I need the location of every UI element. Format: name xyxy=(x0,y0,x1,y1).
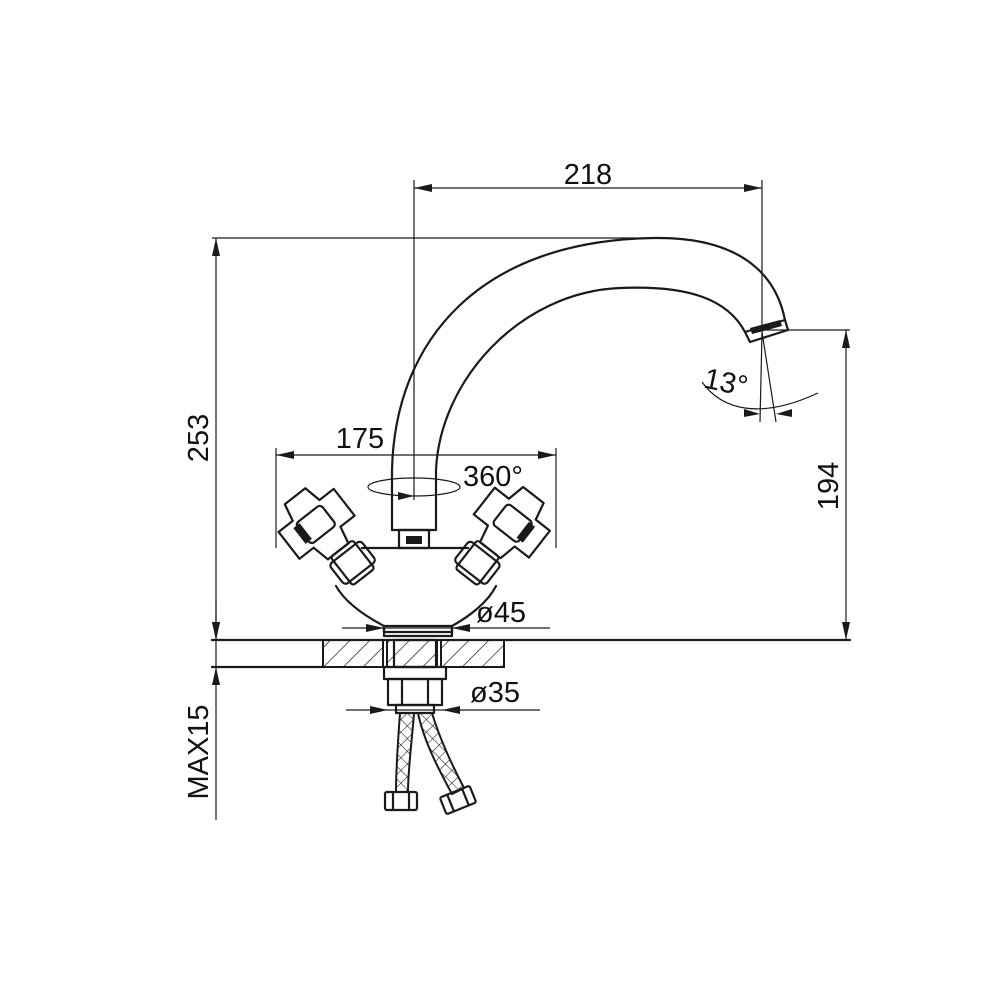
countertop xyxy=(210,638,852,669)
shank-diameter-label: ø35 xyxy=(470,677,520,709)
hose-right xyxy=(416,712,466,796)
left-handle xyxy=(277,487,376,586)
rotation-indicator: 360° xyxy=(367,461,523,500)
countertop-section-left xyxy=(322,639,384,668)
countertop-section-right xyxy=(440,639,505,668)
dimension-shank-diameter: ø35 xyxy=(346,677,540,714)
right-handle xyxy=(454,485,551,586)
rotation-label: 360° xyxy=(463,461,523,493)
dimension-handle-span: 175 xyxy=(275,423,557,548)
outlet-height-label: 194 xyxy=(813,462,845,510)
base-diameter-label: ø45 xyxy=(476,597,526,629)
faucet-body xyxy=(334,546,498,638)
spout-angle-indicator: 13° xyxy=(701,331,819,423)
dimension-spout-reach: 218 xyxy=(413,159,763,500)
dimension-outlet-height: 194 xyxy=(760,329,850,640)
hose-fitting-left xyxy=(383,790,419,812)
handle-span-label: 175 xyxy=(336,423,384,455)
dimension-base-diameter: ø45 xyxy=(342,597,550,632)
dimension-total-height: 253 xyxy=(183,237,655,640)
spout-angle-label: 13° xyxy=(701,363,751,403)
spout-reach-label: 218 xyxy=(564,159,612,191)
hose-left xyxy=(394,712,416,793)
dimension-max-thickness: MAX15 xyxy=(183,600,220,820)
max-thickness-label: MAX15 xyxy=(183,704,215,799)
total-height-label: 253 xyxy=(183,414,215,462)
supply-hoses xyxy=(383,712,477,815)
spout-aerator xyxy=(750,320,782,334)
mounting-nut xyxy=(386,677,444,707)
hose-fitting-right xyxy=(439,785,477,815)
